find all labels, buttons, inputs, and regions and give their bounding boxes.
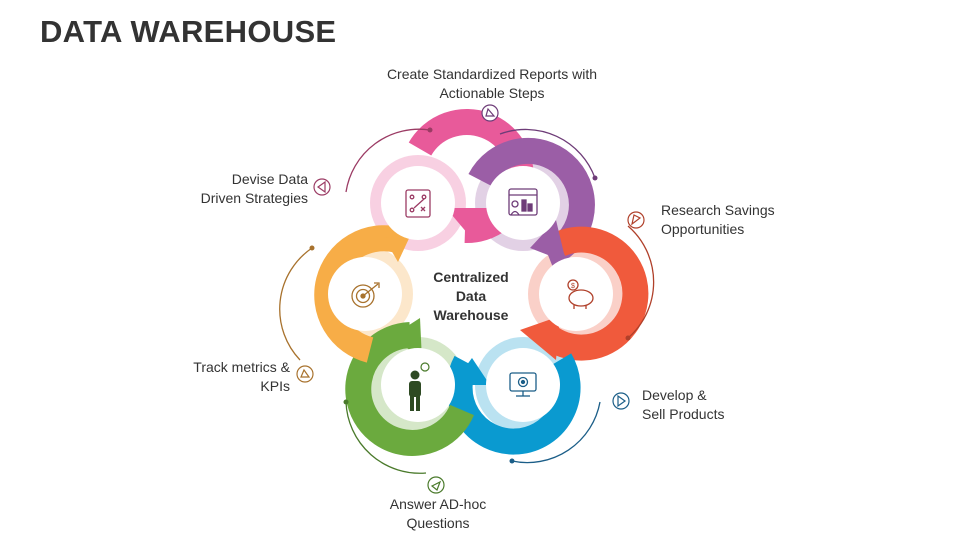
green-outer-arc bbox=[345, 401, 427, 474]
thinking-person-icon bbox=[409, 362, 430, 411]
label-answer-adhoc: Answer AD-hoc Questions bbox=[389, 496, 487, 531]
pink-outer-arc bbox=[345, 128, 431, 193]
purple-outer-arc bbox=[499, 128, 596, 179]
svg-text:$: $ bbox=[571, 283, 575, 290]
orange-marker-icon bbox=[296, 365, 314, 383]
label-standardized-reports: Create Standardized Reports with Actiona… bbox=[386, 66, 598, 101]
label-devise-strategies: Devise Data Driven Strategies bbox=[200, 171, 308, 206]
orange-arrowhead bbox=[384, 232, 412, 262]
red-outer-arc bbox=[627, 225, 655, 339]
dashboard-icon bbox=[508, 188, 538, 216]
purple-arrowhead bbox=[530, 220, 566, 262]
green-marker-icon bbox=[427, 476, 445, 494]
red-arrowhead bbox=[520, 316, 560, 360]
blue-marker-icon bbox=[612, 392, 630, 410]
label-research-savings: Research Savings Opportunities bbox=[661, 202, 775, 237]
purple-marker-icon bbox=[481, 104, 499, 122]
pink-arrowhead bbox=[446, 208, 490, 234]
label-track-metrics: Track metrics & KPIs bbox=[193, 359, 290, 394]
green-ring bbox=[345, 322, 474, 456]
target-icon bbox=[351, 282, 380, 308]
blue-arrowhead bbox=[452, 358, 490, 385]
monitor-gear-icon bbox=[509, 372, 537, 397]
page-title: DATA WAREHOUSE bbox=[40, 14, 337, 49]
center-label: Centralized Data Warehouse bbox=[433, 269, 509, 323]
red-marker-icon bbox=[627, 211, 645, 229]
orange-outer-arc bbox=[279, 247, 313, 361]
red-ring bbox=[539, 226, 649, 361]
label-develop-products: Develop & Sell Products bbox=[642, 387, 725, 422]
orange-ring bbox=[314, 225, 402, 363]
strategy-board-icon bbox=[405, 189, 431, 218]
pink-marker-icon bbox=[313, 178, 331, 196]
piggy-bank-icon: $ bbox=[567, 279, 594, 309]
blue-ring bbox=[446, 353, 581, 455]
blue-outer-arc bbox=[511, 401, 601, 464]
